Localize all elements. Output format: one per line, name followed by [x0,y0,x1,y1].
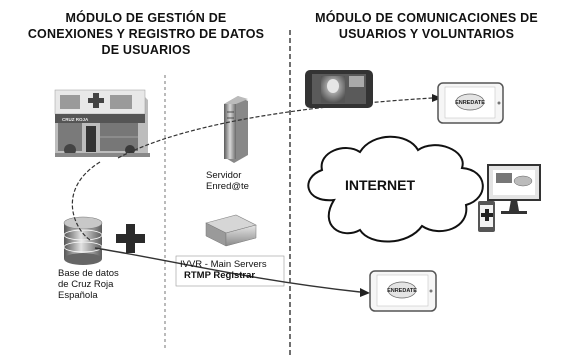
internet-cloud-icon [307,135,484,243]
connection-server-to-tablet [117,97,433,159]
app-tablet-icon-top [437,82,504,124]
ivvr-label-line-1: IVVR - Main Servers [180,259,267,270]
ivvr-label: IVVR - Main Servers RTMP Registrar [180,259,284,281]
arrowhead-top [432,94,442,102]
server-label: Servidor Enred@te [206,170,249,192]
ivvr-label-line-2: RTMP Registrar [184,270,256,281]
video-call-tablet-icon [305,70,373,108]
desktop-computer-icon [487,164,541,214]
server-icon [224,96,248,163]
red-cross-icon [116,224,145,253]
app-logo-top: ENREDATE [455,100,485,106]
database-label-line-2: de Cruz Roja [58,279,114,290]
database-icon [63,216,103,265]
server-label-line-1: Servidor [206,170,242,181]
left-title-line-2: CONEXIONES Y REGISTRO DE DATOS [27,27,265,41]
right-title-line-1: MÓDULO DE COMUNICACIONES DE [315,11,538,25]
left-module-title: MÓDULO DE GESTIÓN DE CONEXIONES Y REGIST… [0,10,292,58]
right-module-title: MÓDULO DE COMUNICACIONES DE USUARIOS Y V… [292,10,561,42]
left-title-line-3: DE USUARIOS [101,43,191,57]
internet-label: INTERNET [345,177,415,193]
server-label-line-2: Enred@te [206,181,249,192]
mobile-phone-icon [478,201,495,232]
arrowhead-bottom [360,288,370,297]
hospital-sign: CRUZ ROJA [62,117,89,122]
left-title-line-1: MÓDULO DE GESTIÓN DE [65,11,227,25]
database-label-line-1: Base de datos [58,268,119,279]
connection-hospital-to-tablet [71,161,101,241]
database-label-line-3: Española [58,290,98,301]
app-tablet-icon-bottom [369,270,437,312]
connection-db-to-tablet [94,247,361,293]
right-title-line-2: USUARIOS Y VOLUNTARIOS [338,27,515,41]
hospital-building-image [54,89,150,157]
ivvr-server-icon [205,214,257,247]
ivvr-label-box [175,255,285,287]
database-label: Base de datos de Cruz Roja Española [58,268,119,301]
app-logo-bottom: ENREDATE [387,288,417,294]
